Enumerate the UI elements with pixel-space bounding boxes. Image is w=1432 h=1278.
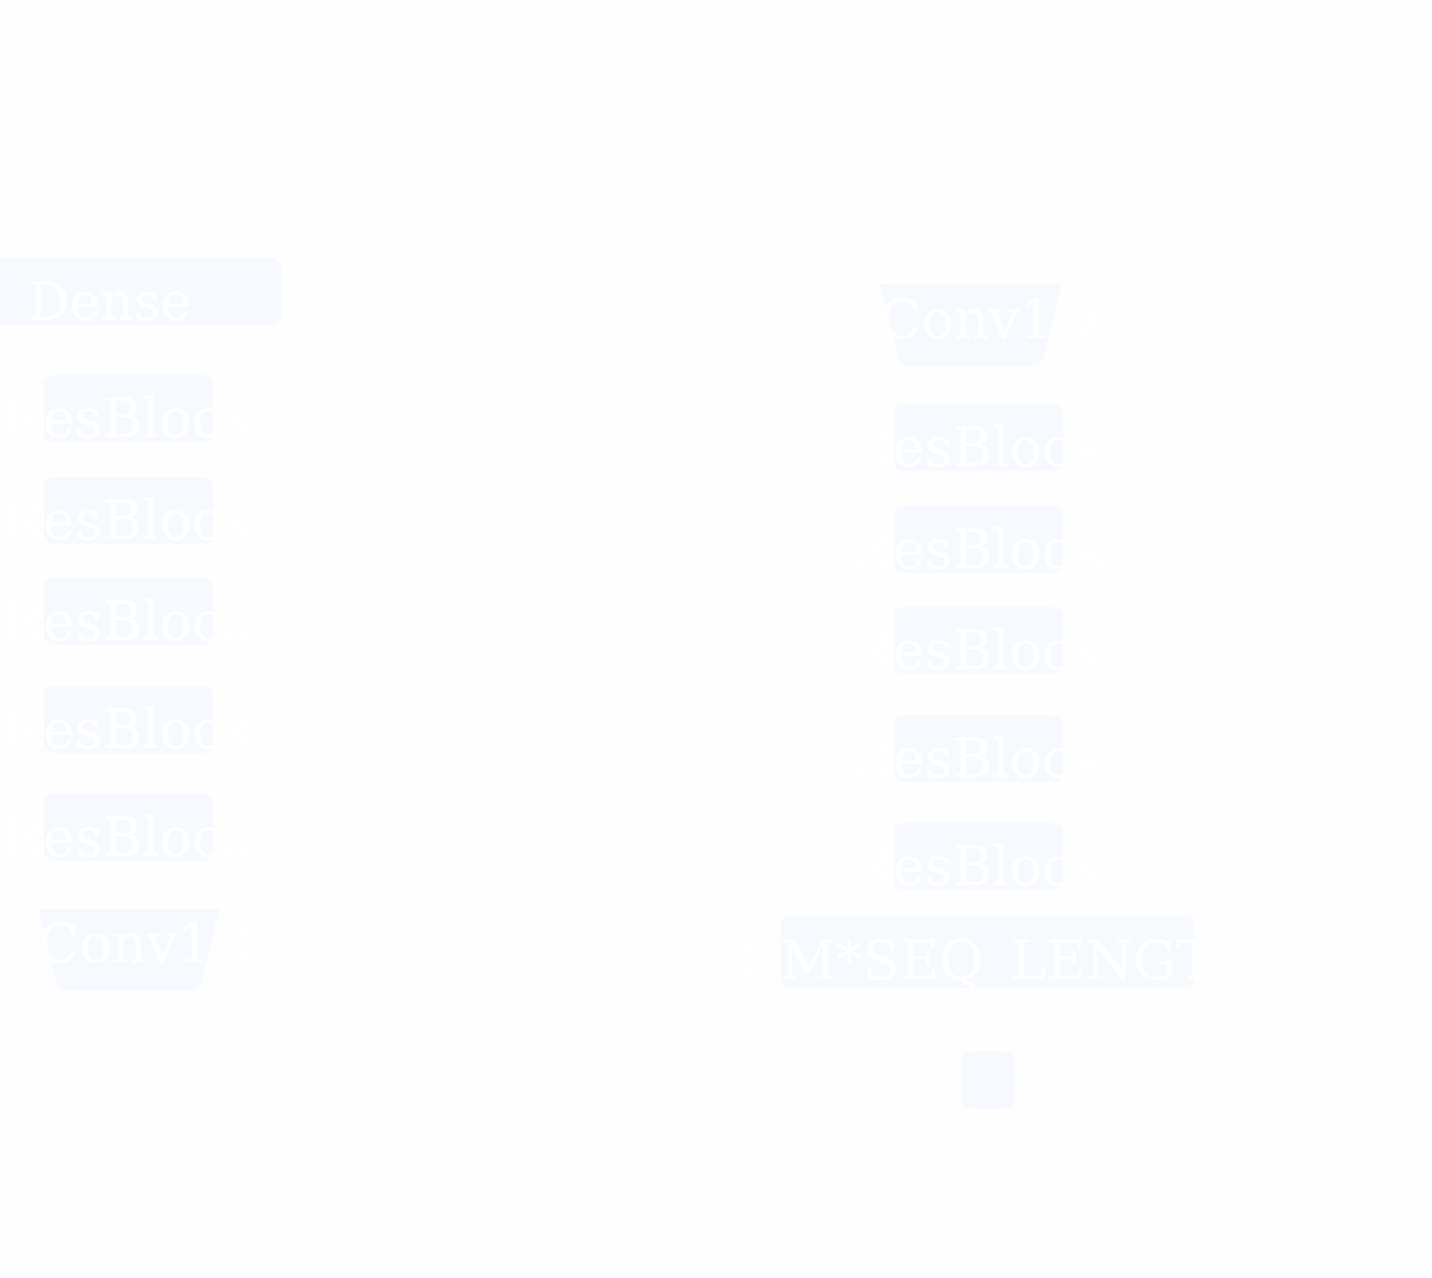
left-resblock-5-label: ResBlock	[2, 805, 255, 869]
left-resblock-3-label: ResBlock	[2, 589, 255, 653]
right-conv1d-shape	[880, 284, 1062, 366]
left-resblock-3: ResBlock	[2, 578, 255, 648]
left-resblock-5: ResBlock	[2, 794, 255, 864]
left-resblock-2-label: ResBlock	[2, 488, 255, 552]
left-conv1d-block: Conv1D	[38, 909, 255, 991]
right-resblock-3: ResBlock	[852, 607, 1105, 677]
left-resblock-1-label: ResBlock	[2, 386, 255, 450]
left-conv1d-shape	[38, 909, 220, 991]
left-dense-label: Dense	[27, 272, 192, 333]
right-output-block	[961, 1051, 1015, 1109]
left-resblock-4-label: ResBlock	[2, 697, 255, 761]
right-reshape-block: DIM*SEQ_LENGTH	[716, 916, 1259, 988]
right-resblock-4-label: ResBlock	[852, 726, 1105, 790]
right-resblock-1: ResBlock	[852, 404, 1105, 474]
left-resblock-2: ResBlock	[2, 477, 255, 547]
right-reshape-label: DIM*SEQ_LENGTH	[715, 929, 1260, 992]
right-conv1d-label: Conv1D	[880, 288, 1097, 351]
right-resblock-1-label: ResBlock	[852, 415, 1105, 479]
right-resblock-2: ResBlock	[852, 506, 1105, 576]
right-resblock-3-label: ResBlock	[852, 618, 1105, 682]
right-resblock-2-label: ResBlock	[852, 517, 1105, 581]
right-conv1d-block: Conv1D	[880, 284, 1097, 366]
right-resblock-5-label: ResBlock	[852, 834, 1105, 898]
left-resblock-4: ResBlock	[2, 686, 255, 756]
left-resblock-1: ResBlock	[2, 375, 255, 445]
left-dense-block: Dense	[0, 258, 281, 329]
right-resblock-5: ResBlock	[852, 823, 1105, 893]
left-conv1d-label: Conv1D	[38, 912, 255, 975]
right-resblock-4: ResBlock	[852, 715, 1105, 785]
